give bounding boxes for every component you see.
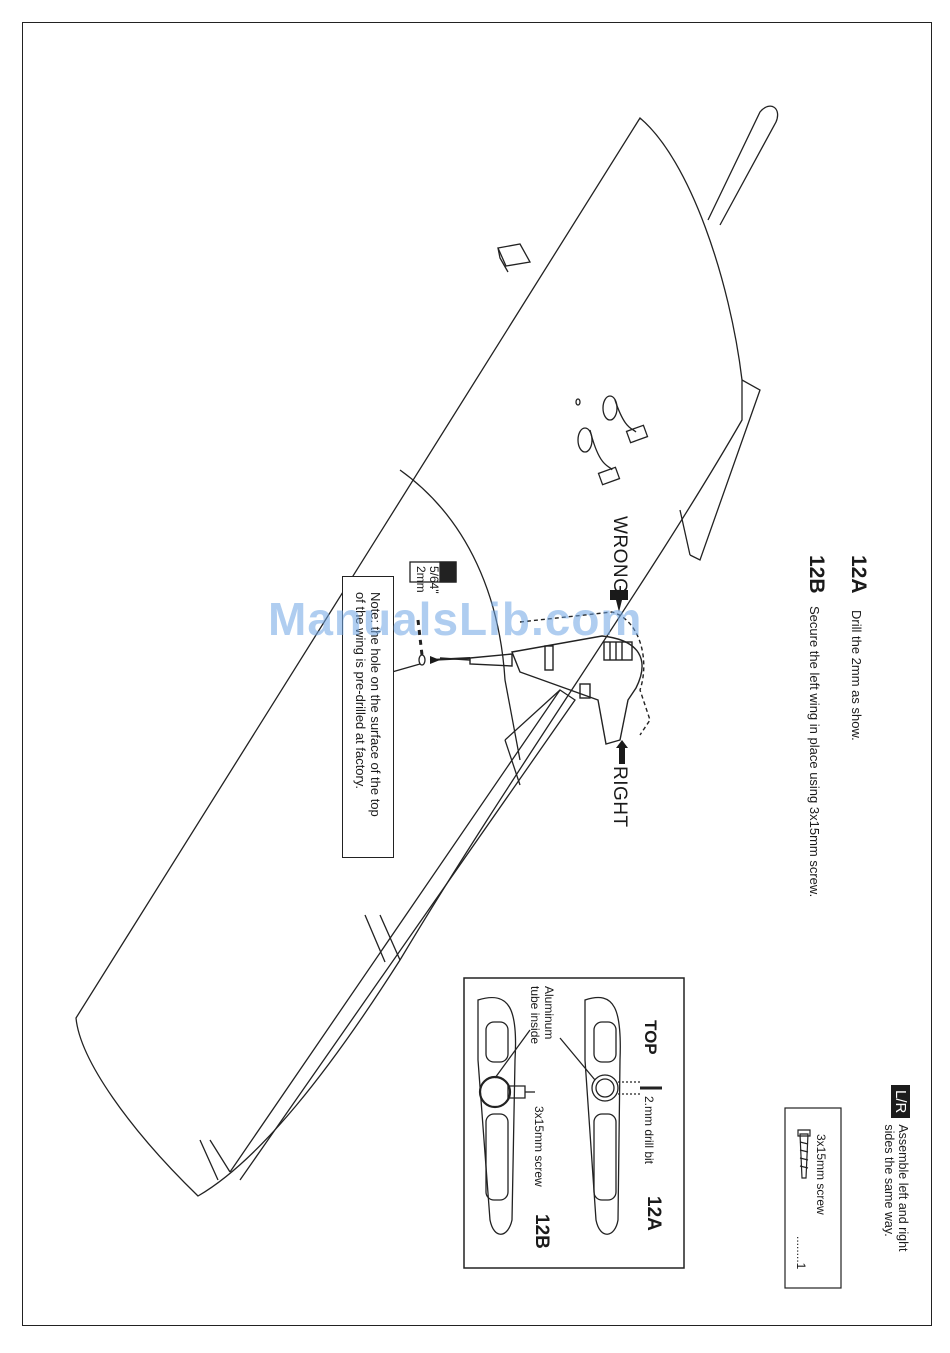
detail-top-label: TOP (641, 1020, 660, 1055)
detail-tube-line-1: Aluminum (542, 986, 556, 1040)
detail-12b: 12B (531, 1214, 552, 1249)
step-12b-label: 12B (805, 555, 828, 594)
lr-badge: L/R (891, 1085, 910, 1119)
step-12b: 12B Secure the left wing in place using … (804, 555, 828, 897)
detail-drill-bit: 2.mm drill bit (642, 1096, 656, 1165)
right-callout: RIGHT (609, 766, 630, 828)
wing-root-curve (399, 469, 521, 761)
screw-icon (797, 1129, 811, 1179)
step-12b-text: Secure the left wing in place using 3x15… (807, 605, 822, 898)
right-arrow-icon (616, 740, 628, 764)
wrong-callout: WRONG (609, 516, 630, 594)
wing-tube (707, 105, 779, 226)
servo-tab (497, 243, 532, 267)
detail-box (463, 977, 685, 1269)
step-12a-text: Drill the 2mm as show. (849, 609, 864, 741)
drill-bit-imperial: 5/64" (427, 566, 441, 594)
drill-bit-metric: 2mm (414, 566, 428, 593)
detail-screw: 3x15mm screw (532, 1106, 546, 1187)
step-12a-label: 12A (847, 555, 870, 594)
lr-line-1: Assemble left and right (896, 1124, 910, 1252)
parts-item: 3x15mm screw (814, 1134, 828, 1215)
detail-tube-note: Aluminum tube inside (528, 986, 556, 1044)
drill-bit-size: 5/64" 2mm (414, 566, 441, 594)
lr-line-2: sides the same way. (882, 1124, 896, 1237)
lr-notice: L/R Assemble left and right sides the sa… (882, 1085, 910, 1252)
detail-12a: 12A (643, 1196, 664, 1231)
wrong-arrow-icon (610, 590, 628, 612)
detail-tube-line-2: tube inside (528, 986, 542, 1045)
step-12a: 12A Drill the 2mm as show. (846, 555, 870, 741)
drill-icon (439, 611, 651, 745)
parts-qty: ........1 (794, 1236, 808, 1270)
note-box (342, 576, 394, 858)
page-frame (22, 22, 932, 1326)
watermark: ManualsLib.com (268, 593, 643, 645)
wing-outline (75, 117, 743, 1197)
aileron (229, 689, 576, 1181)
